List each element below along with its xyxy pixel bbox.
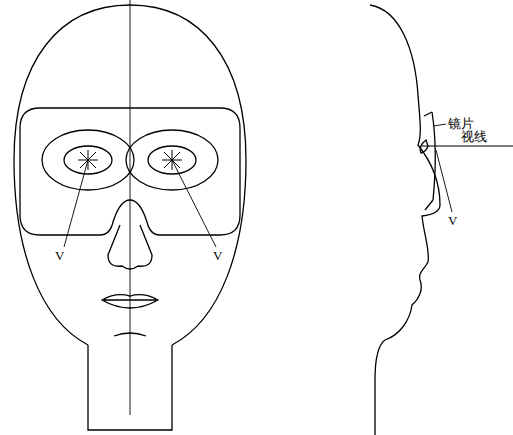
vertex-label: V — [213, 249, 222, 262]
chin-line — [114, 333, 146, 336]
leader-line — [172, 160, 216, 247]
sight-line — [422, 146, 513, 147]
sight-line-label: 视线 — [461, 130, 487, 143]
center-line — [130, 0, 131, 415]
lens-side — [424, 112, 435, 210]
leader-line — [64, 160, 88, 247]
profile — [370, 5, 440, 435]
vertex-label: V — [55, 249, 64, 262]
mouth — [102, 295, 158, 308]
lens-frame — [20, 108, 240, 235]
lens-label: 镜片 — [448, 117, 474, 130]
leader-line — [434, 124, 446, 126]
vertex-label: V — [448, 214, 457, 227]
nose — [108, 225, 152, 269]
leader-line — [436, 150, 452, 212]
